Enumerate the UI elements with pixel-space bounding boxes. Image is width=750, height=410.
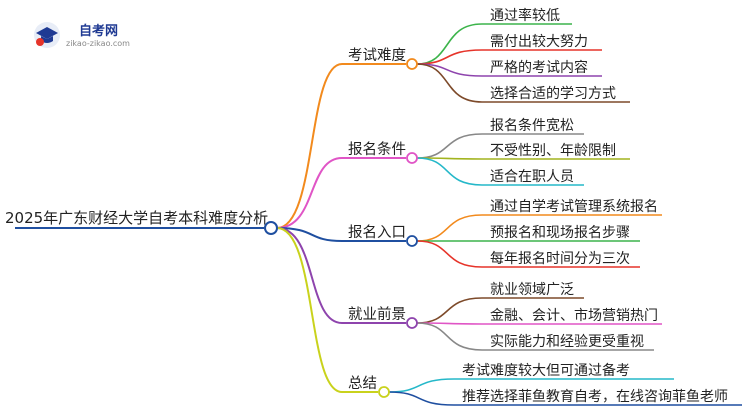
connectors bbox=[276, 23, 742, 406]
branch-label-career-prospects: 就业前景 bbox=[348, 306, 406, 323]
branch-knob[interactable] bbox=[406, 235, 418, 247]
branch-career-prospects: 就业前景 就业领域广泛 金融、会计、市场营销热门 实际能力和经验更受重视 bbox=[348, 282, 658, 350]
leaf-label: 每年报名时间分为三次 bbox=[490, 251, 630, 267]
branch-connector bbox=[276, 227, 343, 242]
logo-icon bbox=[34, 22, 60, 48]
branch-knobs bbox=[378, 58, 418, 398]
leaf-label: 报名条件宽松 bbox=[490, 117, 574, 134]
leaf-label: 不受性别、年龄限制 bbox=[490, 143, 616, 159]
leaf-label: 适合在职人员 bbox=[490, 169, 574, 185]
branch-label-registration-entry: 报名入口 bbox=[348, 224, 406, 241]
branch-label-exam-difficulty: 考试难度 bbox=[348, 47, 406, 64]
branch-label-registration-conditions: 报名条件 bbox=[348, 141, 406, 158]
branch-knob[interactable] bbox=[406, 58, 418, 70]
leaf-label: 需付出较大努力 bbox=[490, 34, 588, 50]
leaf-connector bbox=[416, 157, 483, 186]
logo-title: 自考网 bbox=[79, 23, 118, 39]
branch-connector bbox=[276, 227, 343, 393]
leaf-connector bbox=[416, 133, 483, 159]
leaf-connector bbox=[416, 322, 483, 351]
branch-registration-conditions: 报名条件 报名条件宽松 不受性别、年龄限制 适合在职人员 bbox=[348, 117, 616, 185]
logo-subtitle: zikao-zikao.com bbox=[66, 39, 130, 48]
root-label: 2025年广东财经大学自考本科难度分析 bbox=[5, 209, 268, 227]
leaf-connector bbox=[416, 240, 483, 268]
leaf-label: 选择合适的学习方式 bbox=[490, 86, 616, 102]
logo: 自考网 zikao-zikao.com bbox=[34, 22, 130, 48]
leaf-connector bbox=[416, 214, 483, 242]
branch-label-summary: 总结 bbox=[348, 375, 377, 392]
root-node: 2025年广东财经大学自考本科难度分析 bbox=[5, 209, 278, 235]
root-knob[interactable] bbox=[264, 221, 278, 235]
leaf-label: 考试难度较大但可通过备考 bbox=[462, 362, 630, 379]
leaf-label: 实际能力和经验更受重视 bbox=[490, 334, 644, 350]
branch-connector bbox=[276, 227, 343, 324]
branch-registration-entry: 报名入口 通过自学考试管理系统报名 预报名和现场报名步骤 每年报名时间分为三次 bbox=[348, 199, 658, 267]
branch-knob[interactable] bbox=[378, 386, 390, 398]
leaf-label: 推荐选择菲鱼教育自考，在线咨询菲鱼老师 bbox=[462, 388, 728, 405]
branch-knob[interactable] bbox=[406, 152, 418, 164]
leaf-connector bbox=[416, 23, 483, 65]
branch-summary: 总结 考试难度较大但可通过备考 推荐选择菲鱼教育自考，在线咨询菲鱼老师 bbox=[348, 362, 728, 405]
leaf-connector bbox=[388, 378, 455, 393]
leaf-connector bbox=[416, 297, 483, 324]
leaf-label: 预报名和现场报名步骤 bbox=[490, 225, 630, 241]
leaf-label: 严格的考试内容 bbox=[490, 59, 588, 76]
branch-connector bbox=[276, 63, 343, 229]
leaf-connector bbox=[388, 391, 455, 406]
leaf-label: 通过率较低 bbox=[490, 7, 560, 24]
leaf-connector bbox=[416, 63, 483, 103]
leaf-label: 金融、会计、市场营销热门 bbox=[490, 307, 658, 324]
leaf-label: 通过自学考试管理系统报名 bbox=[490, 199, 658, 215]
leaf-label: 就业领域广泛 bbox=[490, 282, 574, 298]
branch-knob[interactable] bbox=[406, 317, 418, 329]
branch-exam-difficulty: 考试难度 通过率较低 需付出较大努力 严格的考试内容 选择合适的学习方式 bbox=[348, 7, 616, 102]
branch-connector bbox=[276, 157, 343, 229]
